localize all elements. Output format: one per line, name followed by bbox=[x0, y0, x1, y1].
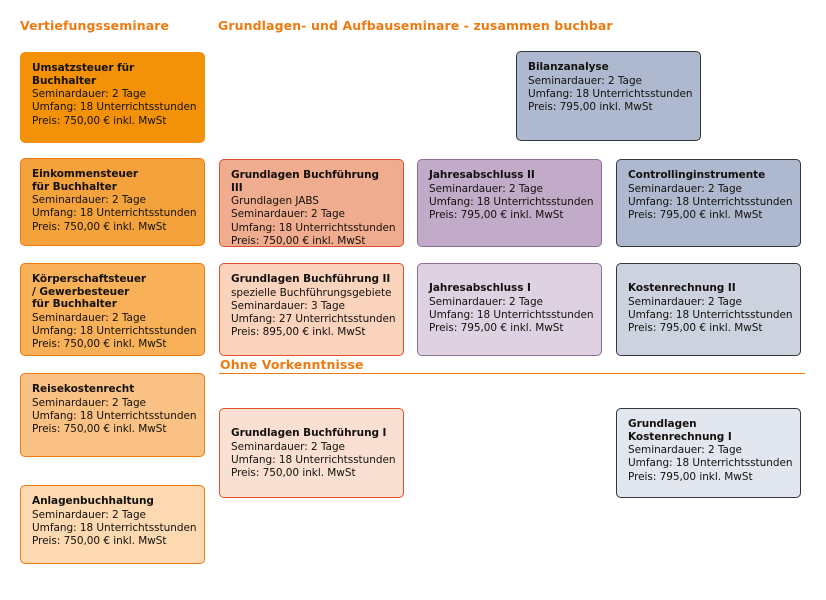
card-dauer: Seminardauer: 2 Tage bbox=[429, 295, 543, 308]
card-title: Grundlagen Buchführung II bbox=[231, 273, 391, 285]
card-preis: Preis: 795,00 inkl. MwSt bbox=[628, 470, 753, 483]
card-title: Controllinginstrumente bbox=[628, 169, 766, 181]
card-dauer: Seminardauer: 2 Tage bbox=[32, 194, 146, 207]
card-jahresabschluss-i[interactable]: Jahresabschluss I Seminardauer: 2 Tage U… bbox=[417, 263, 602, 356]
card-bilanzanalyse[interactable]: Bilanzanalyse Seminardauer: 2 Tage Umfan… bbox=[516, 51, 701, 141]
card-umfang: Umfang: 18 Unterrichtsstunden bbox=[32, 409, 197, 422]
card-subtitle: Grundlagen JABS bbox=[231, 195, 319, 208]
card-umfang: Umfang: 18 Unterrichtsstunden bbox=[528, 87, 693, 100]
card-grundlagen-buchfuehrung-i[interactable]: Grundlagen Buchführung I Seminardauer: 2… bbox=[219, 408, 404, 498]
card-preis: Preis: 795,00 inkl. MwSt bbox=[528, 101, 653, 113]
card-umsatzsteuer-fuer-buchhalter[interactable]: Umsatzsteuer für Buchhalter Seminardauer… bbox=[20, 52, 205, 143]
card-grundlagen-kostenrechnung-i[interactable]: Grundlagen Kostenrechnung I Seminardauer… bbox=[616, 408, 801, 498]
card-grundlagen-buchfuehrung-iii[interactable]: Grundlagen Buchführung III Grundlagen JA… bbox=[219, 159, 404, 247]
card-dauer: Seminardauer: 2 Tage bbox=[231, 208, 345, 221]
card-dauer: Seminardauer: 2 Tage bbox=[628, 444, 742, 457]
card-title: Körperschaftsteuer / Gewerbesteuer für B… bbox=[32, 273, 147, 311]
card-preis: Preis: 750,00 € inkl. MwSt bbox=[32, 338, 167, 351]
card-umfang: Umfang: 18 Unterrichtsstunden bbox=[628, 308, 793, 321]
card-dauer: Seminardauer: 2 Tage bbox=[32, 88, 146, 101]
card-umfang: Umfang: 18 Unterrichtsstunden bbox=[32, 521, 197, 534]
card-title: Bilanzanalyse bbox=[528, 61, 609, 73]
card-umfang: Umfang: 18 Unterrichtsstunden bbox=[231, 221, 396, 234]
card-dauer: Seminardauer: 2 Tage bbox=[231, 440, 345, 453]
card-subtitle: spezielle Buchführungsgebiete bbox=[231, 286, 392, 299]
card-kostenrechnung-ii[interactable]: Kostenrechnung II Seminardauer: 2 Tage U… bbox=[616, 263, 801, 356]
card-preis: Preis: 895,00 € inkl. MwSt bbox=[231, 326, 366, 339]
card-dauer: Seminardauer: 2 Tage bbox=[628, 182, 742, 195]
card-dauer: Seminardauer: 2 Tage bbox=[32, 396, 146, 409]
card-einkommensteuer-fuer-buchhalter[interactable]: Einkommensteuer für Buchhalter Seminarda… bbox=[20, 158, 205, 246]
card-umfang: Umfang: 18 Unterrichtsstunden bbox=[231, 453, 396, 466]
card-anlagenbuchhaltung[interactable]: Anlagenbuchhaltung Seminardauer: 2 Tage … bbox=[20, 485, 205, 564]
card-umfang: Umfang: 18 Unterrichtsstunden bbox=[628, 195, 793, 208]
card-dauer: Seminardauer: 3 Tage bbox=[231, 299, 345, 312]
card-title: Grundlagen Buchführung I bbox=[231, 427, 387, 439]
card-preis: Preis: 795,00 € inkl. MwSt bbox=[429, 322, 564, 334]
card-preis: Preis: 795,00 € inkl. MwSt bbox=[429, 209, 564, 221]
section-heading-vertiefungsseminare: Vertiefungsseminare bbox=[20, 18, 170, 33]
card-preis: Preis: 750,00 € inkl. MwSt bbox=[32, 535, 167, 547]
card-dauer: Seminardauer: 2 Tage bbox=[628, 295, 742, 308]
section-divider-ohne-vorkenntnisse bbox=[219, 373, 805, 374]
card-umfang: Umfang: 18 Unterrichtsstunden bbox=[32, 101, 197, 114]
card-controllinginstrumente[interactable]: Controllinginstrumente Seminardauer: 2 T… bbox=[616, 159, 801, 247]
card-dauer: Seminardauer: 2 Tage bbox=[528, 74, 642, 87]
card-umfang: Umfang: 18 Unterrichtsstunden bbox=[32, 324, 197, 337]
card-preis: Preis: 750,00 € inkl. MwSt bbox=[32, 423, 167, 435]
section-heading-ohne-vorkenntnisse: Ohne Vorkenntnisse bbox=[220, 357, 364, 372]
card-umfang: Umfang: 27 Unterrichtsstunden bbox=[231, 313, 396, 325]
card-preis: Preis: 795,00 € inkl. MwSt bbox=[628, 209, 763, 221]
card-dauer: Seminardauer: 2 Tage bbox=[429, 182, 543, 195]
card-title: Kostenrechnung II bbox=[628, 282, 736, 294]
card-title: Reisekostenrecht bbox=[32, 383, 135, 395]
card-title: Anlagenbuchhaltung bbox=[32, 495, 154, 507]
card-title: Jahresabschluss I bbox=[429, 282, 531, 294]
card-preis: Preis: 750,00 € inkl. MwSt bbox=[32, 220, 167, 233]
card-koerperschaftsteuer-gewerbesteuer-fuer-buchhalter[interactable]: Körperschaftsteuer / Gewerbesteuer für B… bbox=[20, 263, 205, 356]
card-preis: Preis: 795,00 € inkl. MwSt bbox=[628, 322, 763, 334]
card-title: Umsatzsteuer für Buchhalter bbox=[32, 62, 135, 87]
card-preis: Preis: 750,00 € inkl. MwSt bbox=[32, 114, 167, 127]
card-umfang: Umfang: 18 Unterrichtsstunden bbox=[429, 195, 594, 208]
card-title: Grundlagen Kostenrechnung I bbox=[628, 418, 732, 443]
card-title: Einkommensteuer für Buchhalter bbox=[32, 168, 139, 193]
card-dauer: Seminardauer: 2 Tage bbox=[32, 508, 146, 521]
card-dauer: Seminardauer: 2 Tage bbox=[32, 311, 146, 324]
card-title: Grundlagen Buchführung III bbox=[231, 169, 379, 194]
card-preis: Preis: 750,00 € inkl. MwSt bbox=[231, 234, 366, 247]
card-title: Jahresabschluss II bbox=[429, 169, 535, 181]
card-preis: Preis: 750,00 inkl. MwSt bbox=[231, 467, 356, 479]
card-umfang: Umfang: 18 Unterrichtsstunden bbox=[32, 207, 197, 220]
card-umfang: Umfang: 18 Unterrichtsstunden bbox=[628, 457, 793, 470]
section-heading-grundlagen-aufbauseminare: Grundlagen- und Aufbauseminare - zusamme… bbox=[218, 18, 613, 33]
card-reisekostenrecht[interactable]: Reisekostenrecht Seminardauer: 2 Tage Um… bbox=[20, 373, 205, 457]
card-umfang: Umfang: 18 Unterrichtsstunden bbox=[429, 308, 594, 321]
card-jahresabschluss-ii[interactable]: Jahresabschluss II Seminardauer: 2 Tage … bbox=[417, 159, 602, 247]
card-grundlagen-buchfuehrung-ii[interactable]: Grundlagen Buchführung II spezielle Buch… bbox=[219, 263, 404, 356]
